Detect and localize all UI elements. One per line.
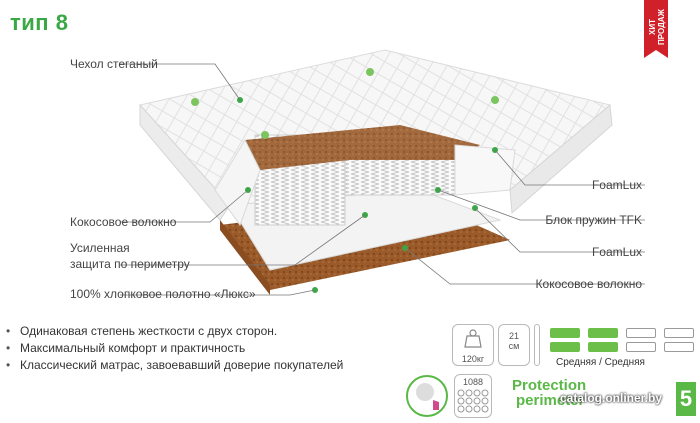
springs-spec: 1088	[454, 374, 492, 418]
warranty-years: 5	[676, 382, 696, 416]
page-title: тип 8	[10, 10, 69, 35]
firmness-bar-a2	[588, 328, 618, 338]
firmness-bar-a1	[550, 328, 580, 338]
mattress-right-side	[509, 104, 613, 215]
label-foam-top: FoamLux	[591, 178, 642, 192]
height-value: 21	[508, 331, 519, 341]
load-spec: 120кг	[452, 324, 494, 366]
badge-ribbon-icon	[644, 0, 668, 58]
perimeter-text: perimeter	[516, 392, 585, 409]
height-spec: 21 см	[498, 324, 530, 366]
firmness-bars	[550, 324, 700, 354]
eos-logo-icon-2	[191, 98, 199, 106]
protection-perimeter-logo: Protection perimeter	[512, 378, 586, 408]
mattress-illustration	[120, 49, 645, 296]
foam-layer-top-right	[454, 144, 516, 196]
eos-logo-icon-3	[366, 68, 374, 76]
watermark: catalog.onliner.by	[560, 391, 663, 405]
height-unit: см	[508, 341, 520, 351]
feature-item: •Одинаковая степень жесткости с двух сто…	[6, 324, 278, 338]
foam-layer-top	[214, 138, 261, 227]
feature-list: •Одинаковая степень жесткости с двух сто…	[6, 323, 343, 374]
firmness-bar-b3	[626, 342, 656, 352]
hit-badge: ХИТ ПРОДАЖ	[636, 0, 676, 62]
hand-touch-icon	[406, 375, 448, 417]
label-cotton: 100% хлопковое полотно «Люкс»	[70, 287, 256, 301]
springs-grid-icon	[457, 389, 489, 413]
load-value: 120кг	[461, 354, 485, 364]
label-coconut-bottom: Кокосовое волокно	[535, 277, 642, 291]
firmness-bar-b2	[588, 342, 618, 352]
feature-item: •Классический матрас, завоевавший довери…	[6, 358, 344, 372]
eos-logo-icon	[261, 131, 269, 139]
firmness-bar-a4	[664, 328, 694, 338]
touch-spec	[405, 374, 449, 418]
label-spring-block: Блок пружин TFK	[545, 213, 642, 227]
label-perimeter-1: Усиленная	[70, 241, 130, 255]
springs-count: 1088	[462, 377, 484, 387]
badge-text: ХИТ ПРОДАЖ	[648, 9, 666, 45]
coconut-layer-top	[245, 125, 480, 170]
label-perimeter-2: защита по периметру	[70, 257, 190, 271]
label-cover: Чехол стеганый	[70, 57, 158, 71]
firmness-label: Средняя / Средняя	[556, 357, 645, 368]
label-coconut-top: Кокосовое волокно	[70, 215, 177, 229]
label-foam-bottom: FoamLux	[591, 245, 642, 259]
coconut-side-front	[220, 220, 270, 295]
firmness-bar-b1	[550, 342, 580, 352]
eos-logo-icon-4	[491, 96, 499, 104]
feature-item: •Максимальный комфорт и практичность	[6, 341, 246, 355]
height-scale-icon	[534, 324, 540, 366]
weight-icon	[464, 329, 482, 348]
protection-text: Protection	[512, 377, 587, 394]
firmness-bar-b4	[664, 342, 694, 352]
firmness-bar-a3	[626, 328, 656, 338]
